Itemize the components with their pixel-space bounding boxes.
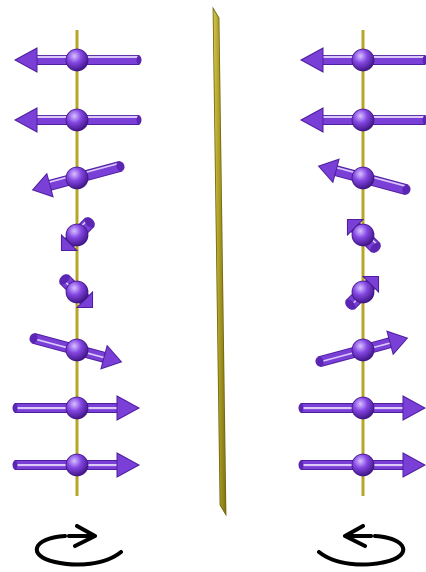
left-spin-arrow-7 <box>13 396 140 420</box>
right-spin-arrow-3 <box>319 159 412 195</box>
right-spin-arrow-6 <box>314 331 407 367</box>
right-spin-arrow-1 <box>301 48 426 72</box>
right-spin-arrow-5 <box>343 276 378 311</box>
right-spin-arrow-7 <box>299 396 426 420</box>
left-spin-chain <box>13 30 142 496</box>
left-spin-arrow-5 <box>57 272 92 307</box>
left-spin-arrow-2 <box>15 108 142 132</box>
mirror-plane-icon <box>213 8 226 515</box>
left-spin-arrow-4 <box>61 215 96 250</box>
right-spin-arrow-2 <box>301 108 426 132</box>
right-spin-chain <box>299 30 426 496</box>
right-spin-arrow-4 <box>347 219 382 254</box>
rotation-arrow-counterclockwise-icon <box>37 526 121 565</box>
left-spin-arrow-8 <box>13 453 140 477</box>
left-spin-arrow-1 <box>15 48 142 72</box>
left-spin-arrow-6 <box>28 332 121 368</box>
left-spin-arrow-3 <box>33 160 126 196</box>
rotation-arrow-clockwise-icon <box>319 526 403 565</box>
right-spin-arrow-8 <box>299 453 426 477</box>
